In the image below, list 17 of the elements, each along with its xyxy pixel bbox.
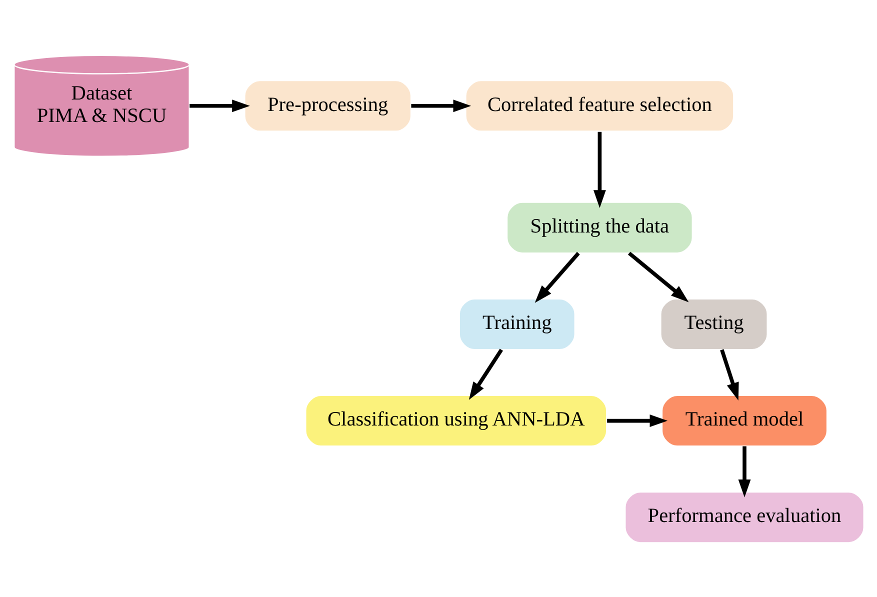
node-box: Performance evaluation [624,490,864,543]
node-box: Testing [660,298,768,350]
arrow [720,348,738,400]
arrow [410,99,471,112]
arrow [606,414,668,427]
arrow [468,348,503,400]
arrow [592,131,606,208]
arrow [534,251,580,302]
arrow [738,446,750,497]
node-box: Correlated feature selection [464,79,734,132]
node-box: Splitting the data [506,201,693,254]
node-box: Trained model [660,394,828,446]
node-box: Training [458,298,576,350]
node-box: Classification using ANN-LDA [304,394,607,446]
arrow [189,99,250,112]
arrow [627,251,688,302]
node-box: Pre-processing [244,79,412,132]
